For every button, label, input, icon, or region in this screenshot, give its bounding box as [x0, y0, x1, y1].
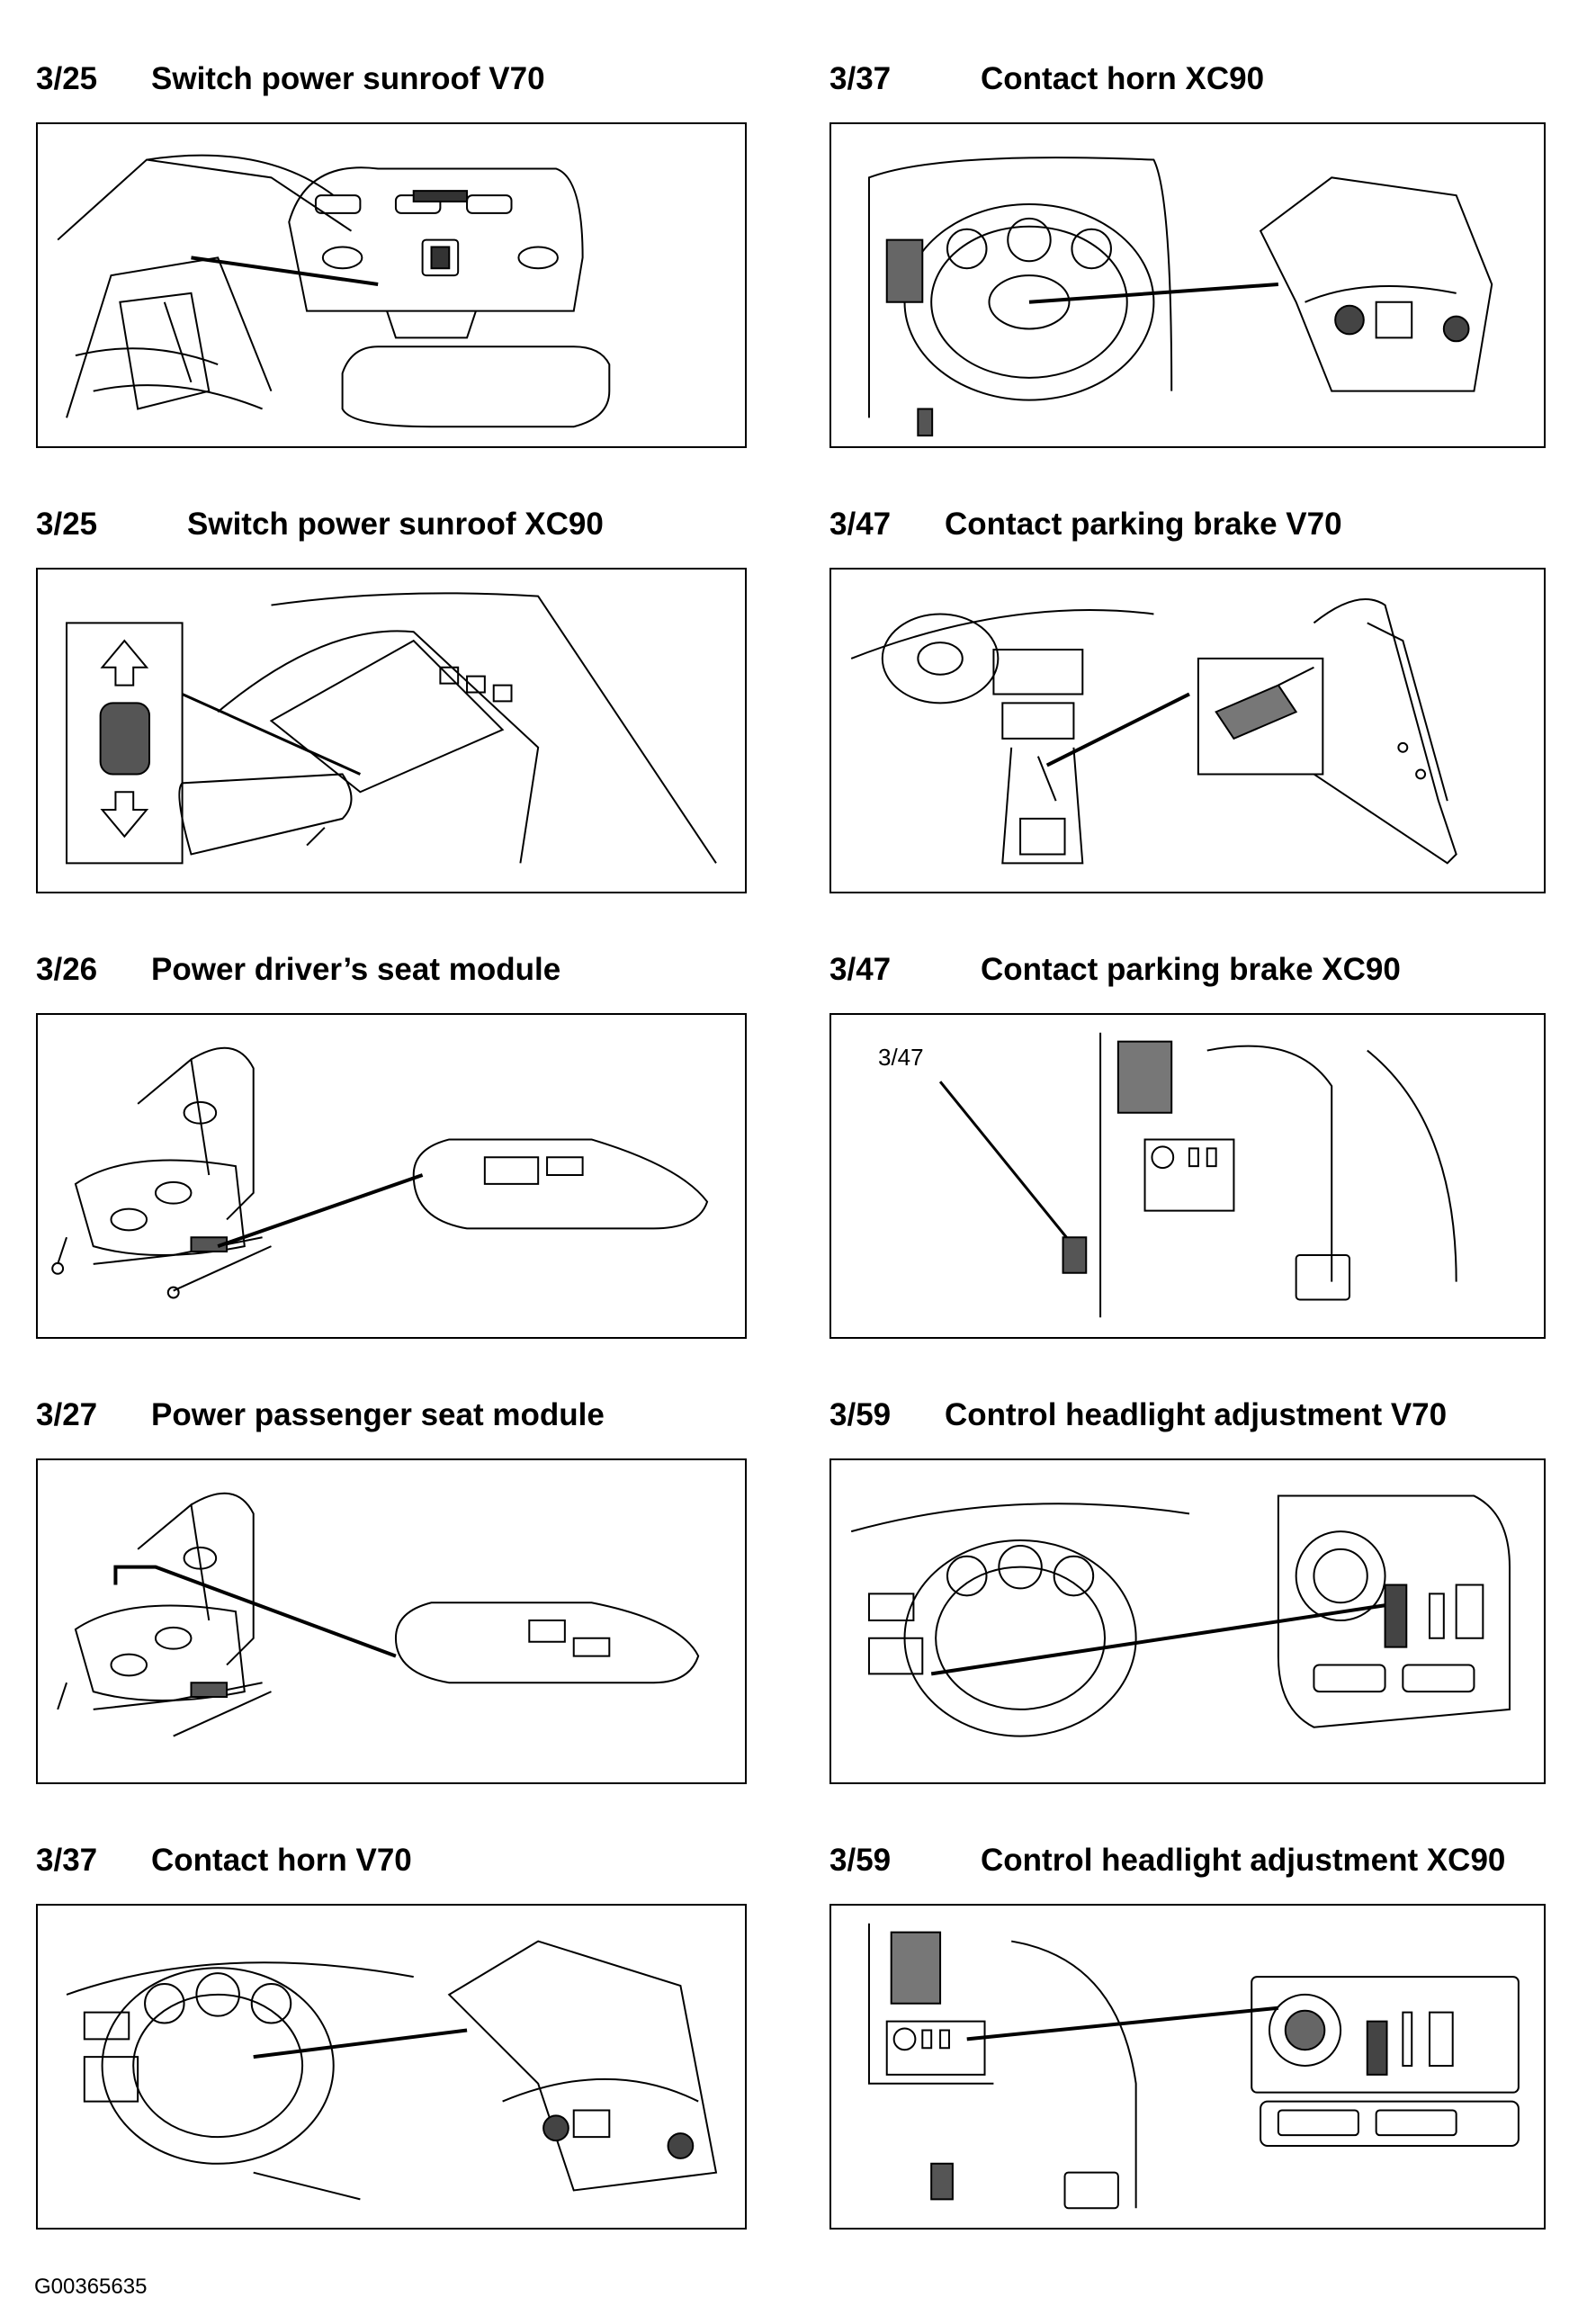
illustration-headlight-xc90 — [829, 1904, 1546, 2230]
figure-code: 3/26 — [36, 952, 98, 987]
illustration-sunroof-v70 — [36, 122, 747, 448]
illustration-sunroof-xc90 — [36, 568, 747, 893]
illustration-headlight-v70 — [829, 1458, 1546, 1784]
figure-heading: 3/37 Contact horn V70 — [36, 1843, 774, 1897]
figure-driver-seat: 3/26 Power driver’s seat module — [36, 952, 774, 1339]
figure-title: Power passenger seat module — [151, 1397, 605, 1432]
figure-title: Switch power sunroof V70 — [151, 61, 545, 96]
figure-heading: 3/25 Switch power sunroof V70 — [36, 61, 774, 115]
figure-code: 3/37 — [36, 1843, 98, 1878]
figure-title: Switch power sunroof XC90 — [187, 507, 604, 542]
figure-heading: 3/47 Contact parking brake V70 — [829, 507, 1567, 561]
figure-sunroof-v70: 3/25 Switch power sunroof V70 — [36, 61, 774, 448]
figure-parking-brake-v70: 3/47 Contact parking brake V70 — [829, 507, 1567, 893]
figure-passenger-seat: 3/27 Power passenger seat module — [36, 1397, 774, 1784]
figure-heading: 3/25 Switch power sunroof XC90 — [36, 507, 774, 561]
figure-title: Contact horn XC90 — [981, 61, 1265, 96]
figure-title: Contact parking brake XC90 — [981, 952, 1401, 987]
figure-heading: 3/47 Contact parking brake XC90 — [829, 952, 1567, 1006]
figure-horn-xc90: 3/37 Contact horn XC90 — [829, 61, 1567, 448]
figure-title: Contact horn V70 — [151, 1843, 412, 1878]
figure-sunroof-xc90: 3/25 Switch power sunroof XC90 — [36, 507, 774, 893]
figure-code: 3/59 — [829, 1843, 892, 1878]
figure-title: Contact parking brake V70 — [945, 507, 1342, 542]
figure-heading: 3/59 Control headlight adjustment XC90 — [829, 1843, 1567, 1897]
figure-code: 3/47 — [829, 952, 892, 987]
figure-horn-v70: 3/37 Contact horn V70 — [36, 1843, 774, 2230]
figure-heading: 3/59 Control headlight adjustment V70 — [829, 1397, 1567, 1451]
figure-heading: 3/26 Power driver’s seat module — [36, 952, 774, 1006]
illustration-horn-xc90 — [829, 122, 1546, 448]
figure-title: Control headlight adjustment XC90 — [981, 1843, 1506, 1878]
illustration-passenger-seat — [36, 1458, 747, 1784]
figure-code: 3/25 — [36, 61, 98, 96]
illustration-horn-v70 — [36, 1904, 747, 2230]
figure-title: Control headlight adjustment V70 — [945, 1397, 1448, 1432]
figure-code: 3/47 — [829, 507, 892, 542]
figure-heading: 3/27 Power passenger seat module — [36, 1397, 774, 1451]
figure-headlight-xc90: 3/59 Control headlight adjustment XC90 — [829, 1843, 1567, 2230]
figure-heading: 3/37 Contact horn XC90 — [829, 61, 1567, 115]
figure-headlight-v70: 3/59 Control headlight adjustment V70 — [829, 1397, 1567, 1784]
figure-code: 3/25 — [36, 507, 98, 542]
figure-code: 3/59 — [829, 1397, 892, 1432]
illustration-parking-brake-v70 — [829, 568, 1546, 893]
figure-code: 3/27 — [36, 1397, 98, 1432]
figure-title: Power driver’s seat module — [151, 952, 561, 987]
illustration-driver-seat — [36, 1013, 747, 1339]
figure-code: 3/37 — [829, 61, 892, 96]
document-id: G00365635 — [34, 2275, 148, 2299]
figure-parking-brake-xc90: 3/47 Contact parking brake XC90 3/47 — [829, 952, 1567, 1339]
illustration-parking-brake-xc90: 3/47 — [829, 1013, 1546, 1339]
callout-label: 3/47 — [878, 1044, 924, 1071]
